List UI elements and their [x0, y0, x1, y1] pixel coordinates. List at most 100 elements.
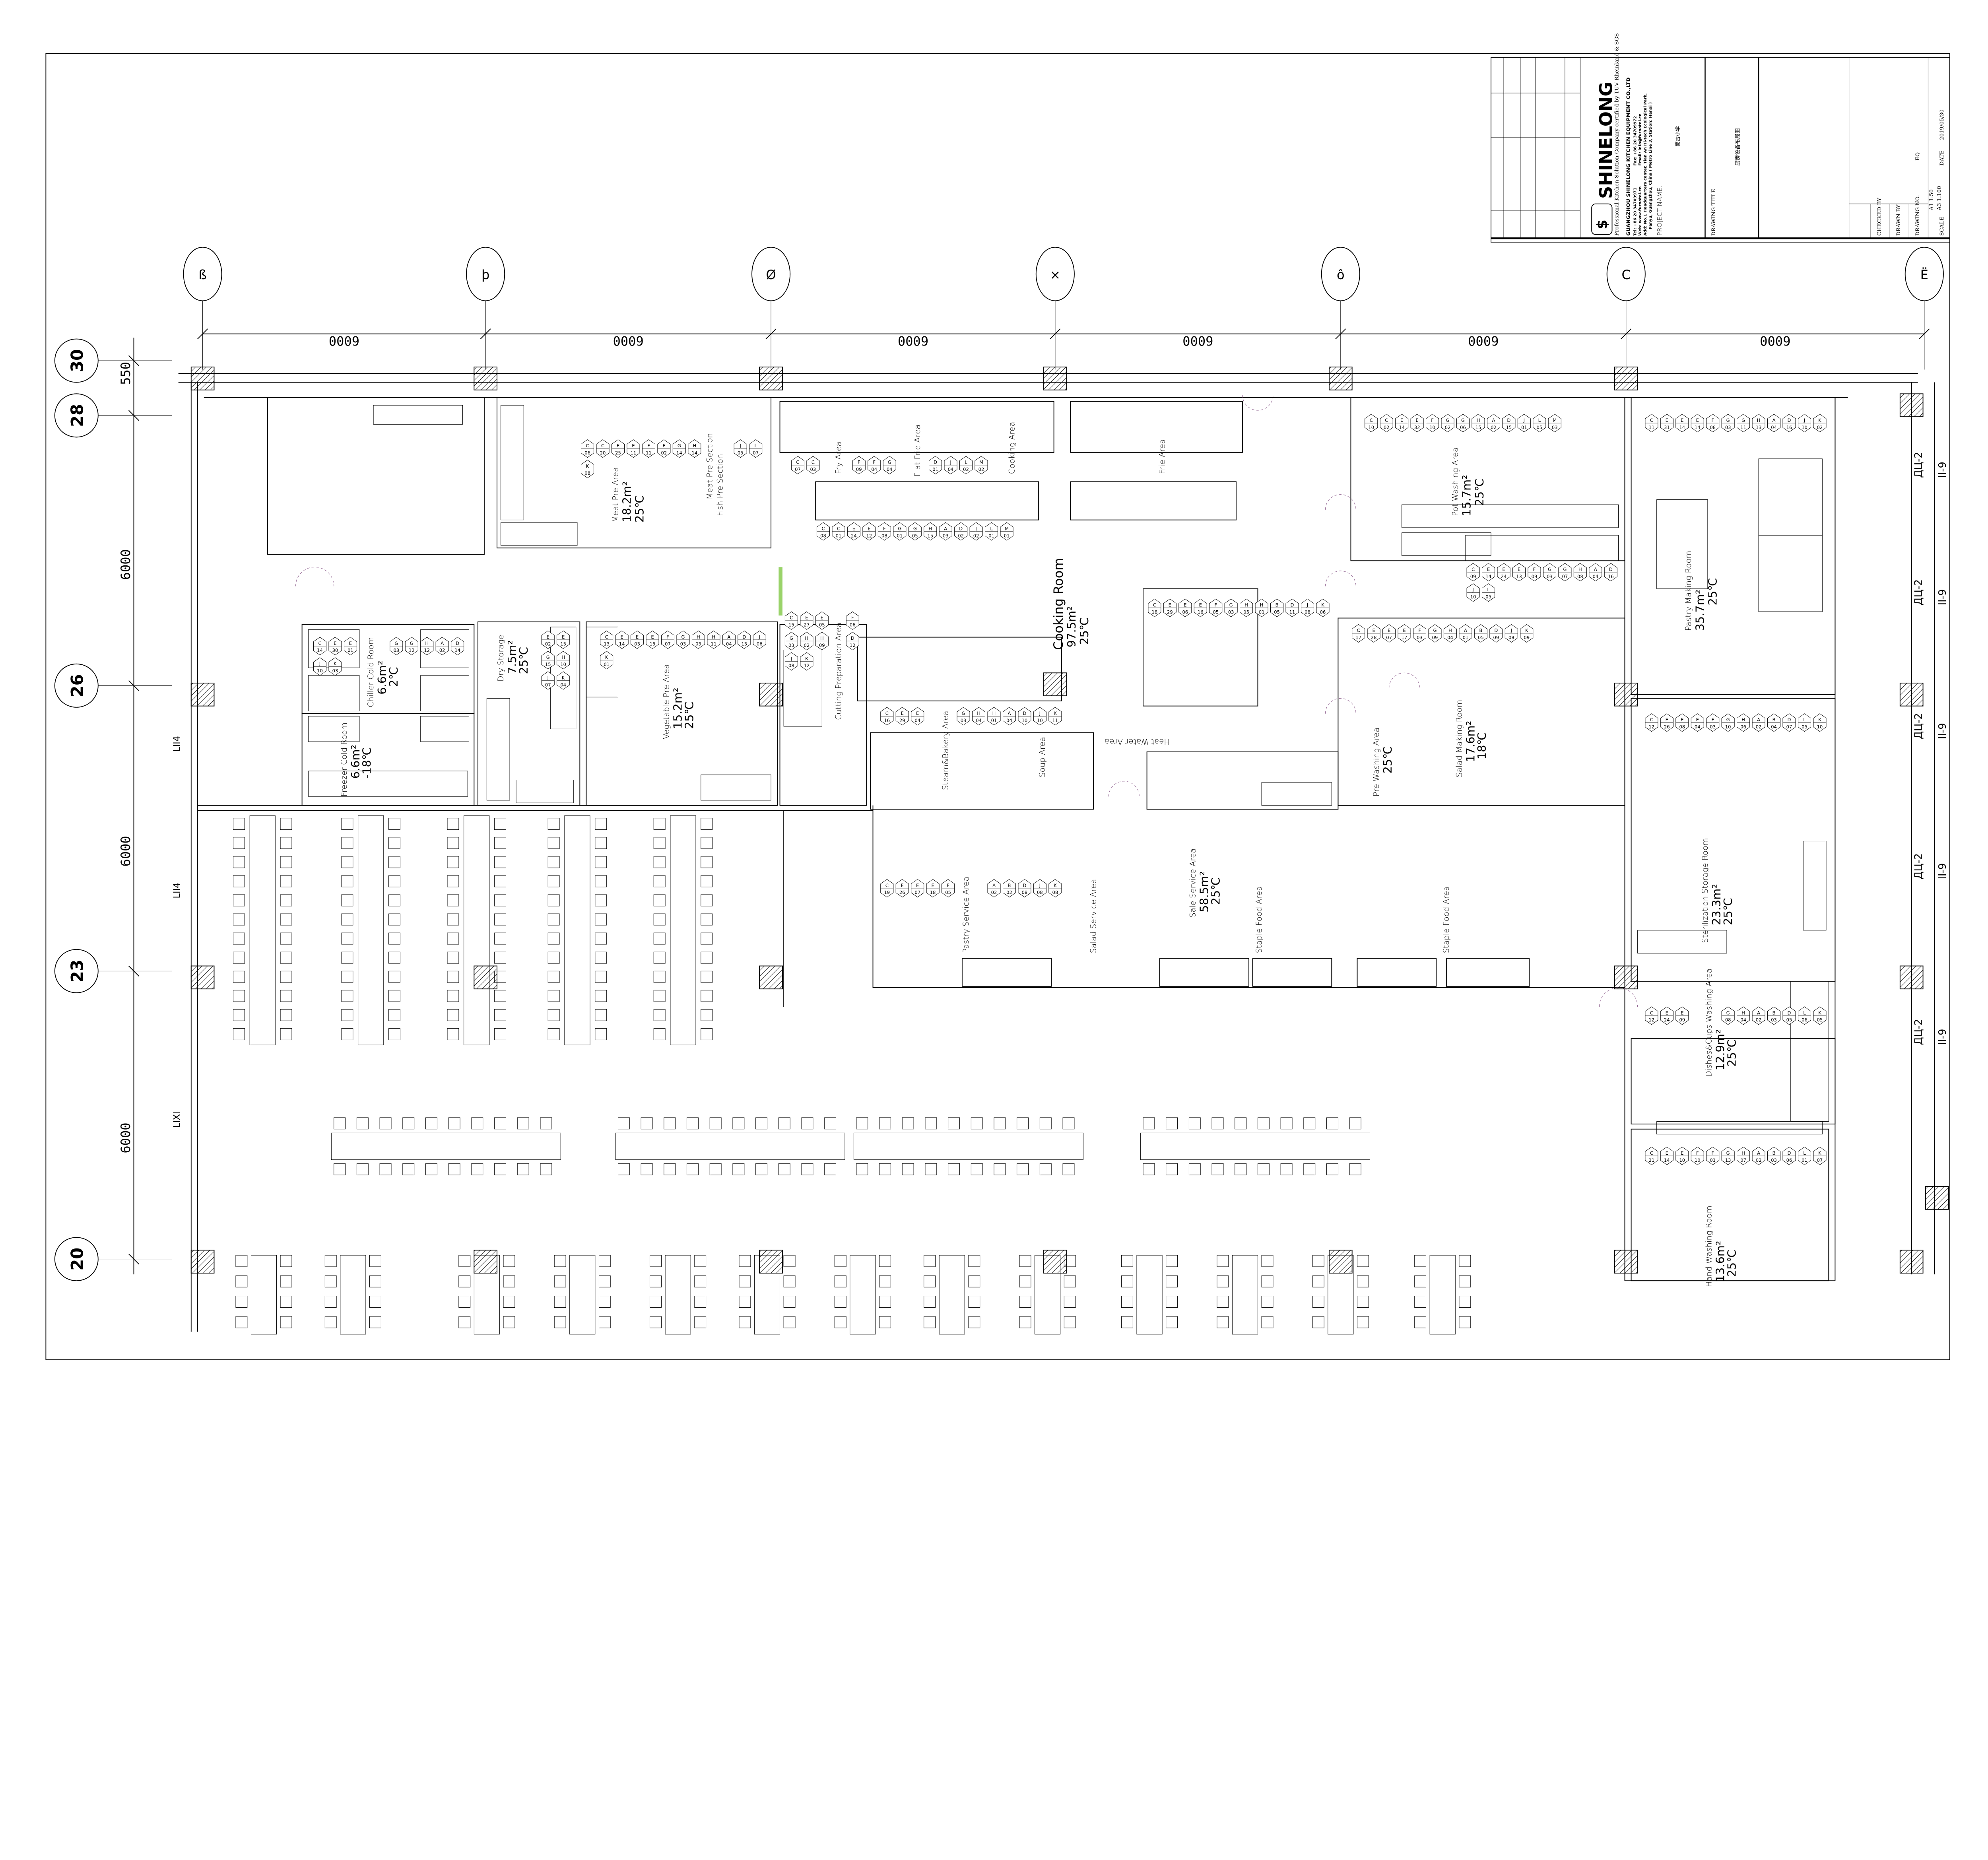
- drawing-title-label: DRAWING TITLE: [1711, 189, 1717, 236]
- tag-number: 06: [850, 622, 856, 628]
- equipment-tag: K01: [600, 651, 613, 670]
- tag-letter: K: [1818, 1150, 1821, 1156]
- tag-number: 12: [850, 643, 856, 648]
- tag-letter: K: [1818, 717, 1821, 722]
- chair: [653, 856, 666, 868]
- chair: [664, 1117, 676, 1130]
- tag-number: 08: [1508, 635, 1514, 641]
- chair: [650, 1255, 662, 1267]
- tag-number: 10: [1022, 718, 1028, 723]
- tag-number: 11: [631, 450, 637, 456]
- tag-letter: C: [1650, 717, 1653, 722]
- chair: [494, 913, 506, 926]
- chair: [233, 1009, 245, 1021]
- chair: [1303, 1163, 1316, 1175]
- tag-number: 18: [1152, 610, 1158, 615]
- equipment-tag: C09: [1466, 563, 1480, 582]
- chair: [388, 932, 400, 945]
- dining-table: [250, 1255, 277, 1335]
- equipment-tag: E10: [1675, 1147, 1689, 1165]
- tag-letter: J: [759, 634, 760, 640]
- wall-type-label: II-9: [1937, 723, 1949, 739]
- grid-row-label: 26: [67, 674, 87, 697]
- dining-table: [615, 1132, 845, 1160]
- room-temp: 2℃: [387, 667, 400, 687]
- equipment-tag: B04: [1767, 713, 1781, 732]
- chair: [1039, 1163, 1052, 1175]
- tag-number: 03: [1552, 425, 1558, 430]
- structural-column: [759, 682, 783, 707]
- chair: [755, 1163, 767, 1175]
- chair: [739, 1296, 751, 1308]
- equipment-tag: F05: [1209, 598, 1223, 617]
- tag-number: 02: [1756, 1157, 1762, 1163]
- equipment-tag: H13: [1752, 414, 1765, 433]
- equipment-tag: G01: [893, 522, 907, 541]
- tag-letter: C: [790, 615, 793, 621]
- soup-area-line: [870, 732, 1094, 810]
- tag-number: 09: [1470, 574, 1476, 579]
- company-web: Web: www.furnotel.cn: [1638, 186, 1642, 236]
- tag-letter: E: [1372, 628, 1375, 633]
- equipment-tag: H03: [691, 630, 705, 649]
- chair: [1121, 1255, 1133, 1267]
- tag-letter: E: [1388, 628, 1390, 633]
- tag-letter: G: [1433, 628, 1437, 633]
- tag-number: 30: [332, 648, 338, 653]
- equipment-tag: F03: [1413, 624, 1427, 643]
- chair: [233, 971, 245, 983]
- room-flat-frie-area: Flat Frie Area: [913, 425, 922, 477]
- tag-letter: F: [873, 460, 876, 465]
- chair: [447, 990, 459, 1002]
- equipment-tag: C12: [1645, 1006, 1658, 1025]
- tag-letter: K: [605, 654, 608, 660]
- chair: [755, 1117, 767, 1130]
- chair: [280, 818, 292, 830]
- equipment-tag: E08: [1675, 713, 1689, 732]
- tag-letter: J: [319, 661, 320, 666]
- chair: [458, 1316, 471, 1328]
- tag-number: 05: [1485, 594, 1491, 600]
- chair: [778, 1117, 790, 1130]
- tag-number: 01: [836, 533, 842, 538]
- tag-number: 02: [1384, 425, 1390, 430]
- structural-column: [1899, 393, 1924, 417]
- tag-letter: E: [334, 641, 336, 646]
- tag-letter: E: [349, 641, 352, 646]
- checked-by-label: CHECKED BY: [1877, 198, 1883, 236]
- wall-type-label: ДЦ-2: [1912, 853, 1924, 879]
- tag-letter: J: [1523, 417, 1525, 423]
- equipment-tag: C07: [791, 456, 804, 474]
- chair: [598, 1296, 611, 1308]
- tag-letter: F: [663, 443, 666, 448]
- chair: [598, 1275, 611, 1287]
- chair: [356, 1117, 369, 1130]
- chair: [1217, 1275, 1229, 1287]
- chair: [1166, 1296, 1178, 1308]
- chair: [447, 837, 459, 849]
- chair: [494, 932, 506, 945]
- tag-number: 02: [1491, 425, 1497, 430]
- chair: [448, 1163, 460, 1175]
- room-frie-area: Frie Area: [1157, 439, 1167, 474]
- wall-type-label: ДЦ-2: [1912, 452, 1924, 478]
- chair: [447, 894, 459, 907]
- tag-number: 03: [680, 641, 686, 647]
- chair: [694, 1275, 707, 1287]
- chair: [1143, 1163, 1155, 1175]
- tag-number: 03: [1417, 635, 1423, 641]
- equipment-tag: K09: [1520, 624, 1534, 643]
- wall-type-label: II-9: [1937, 1029, 1949, 1045]
- chair: [547, 856, 560, 868]
- tag-letter: F: [1696, 1150, 1699, 1156]
- equipment-tag: G14: [672, 439, 686, 458]
- room-area: 35.7m²: [1693, 590, 1706, 631]
- tag-number: 04: [1592, 574, 1598, 579]
- equipment-tag: K04: [557, 671, 570, 690]
- equipment-tag: F06: [846, 611, 859, 630]
- grid-row-label: 23: [67, 959, 87, 982]
- chair: [739, 1316, 751, 1328]
- tag-number: 12: [424, 648, 430, 653]
- tag-letter: J: [1039, 711, 1041, 716]
